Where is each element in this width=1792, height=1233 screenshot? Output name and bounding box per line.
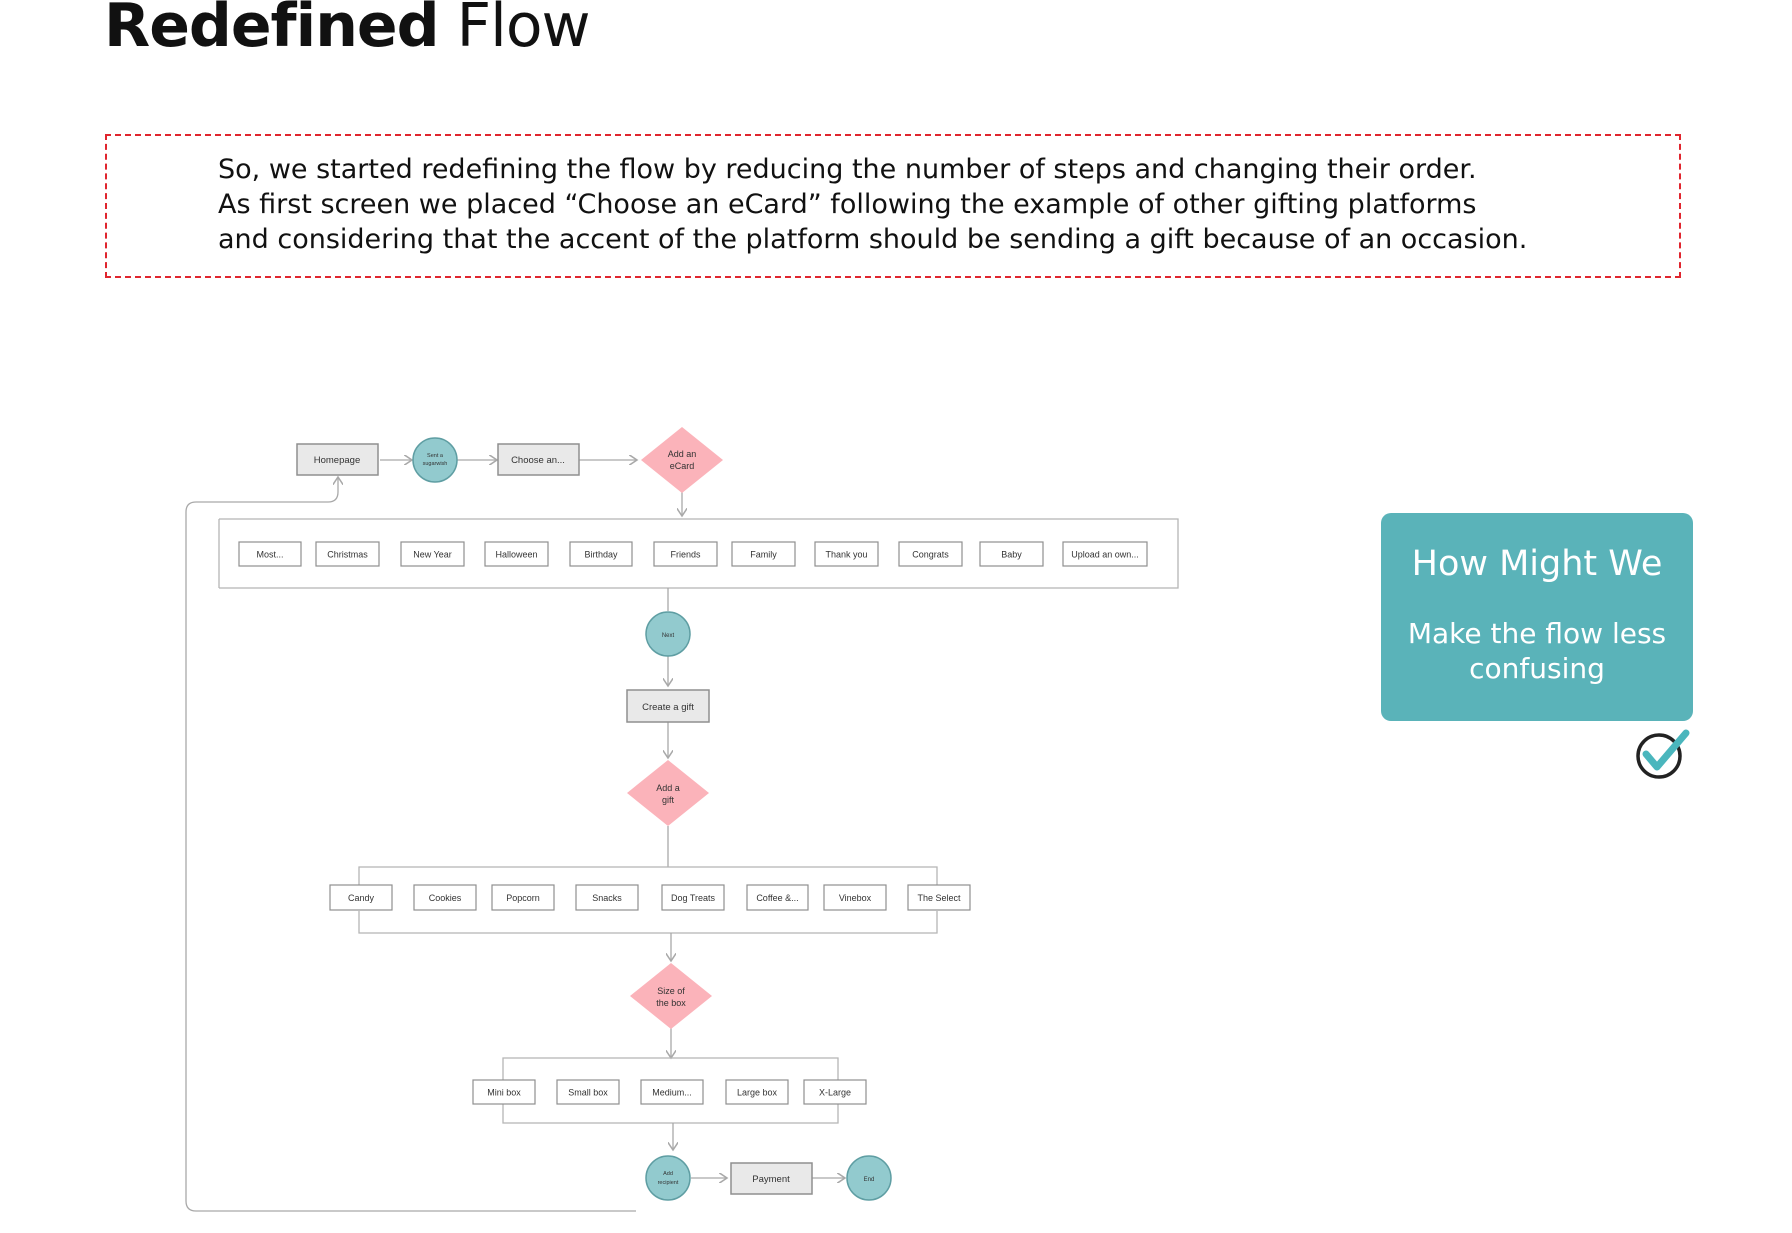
option-label: The Select	[917, 893, 961, 903]
send-sugarwish-node: Sent a sugarwish	[412, 437, 458, 483]
option-label: Thank you	[825, 550, 867, 560]
add-ecard-label: Add an	[668, 449, 697, 459]
option-label: Christmas	[327, 550, 368, 560]
size-group-bracket	[502, 1104, 839, 1124]
end-label: End	[864, 1177, 875, 1183]
size-box-decision: Size of the box	[630, 963, 712, 1029]
size-box-label: Size of	[657, 986, 685, 996]
option-node: The Select	[907, 884, 971, 911]
option-node: Mini box	[472, 1079, 536, 1105]
option-label: Family	[750, 550, 777, 560]
size-box-label: the box	[656, 998, 686, 1008]
option-node: Friends	[653, 541, 718, 567]
option-label: Vinebox	[839, 893, 872, 903]
option-node: Thank you	[814, 541, 879, 567]
create-gift-node: Create a gift	[626, 689, 710, 723]
recipient-label: Add	[663, 1171, 673, 1177]
add-gift-label: Add a	[656, 783, 680, 793]
option-label: Large box	[737, 1088, 778, 1098]
option-label: Upload an own...	[1071, 550, 1139, 560]
send-label: Sent a	[427, 453, 444, 459]
option-node: Baby	[979, 541, 1044, 567]
option-node: Family	[731, 541, 796, 567]
option-label: Popcorn	[506, 893, 540, 903]
option-label: Baby	[1001, 550, 1022, 560]
note-line: and considering that the accent of the p…	[218, 224, 1528, 255]
option-label: Dog Treats	[671, 893, 716, 903]
option-node: Candy	[329, 884, 393, 911]
next-label: Next	[662, 633, 675, 639]
option-label: X-Large	[819, 1088, 851, 1098]
option-node: Coffee &...	[746, 884, 809, 911]
option-node: X-Large	[803, 1079, 867, 1105]
hmw-line: Make the flow less	[1407, 617, 1667, 650]
option-label: Small box	[568, 1088, 608, 1098]
gift-group-bracket	[358, 866, 938, 885]
size-group-bracket	[502, 1057, 839, 1080]
add-ecard-label: eCard	[670, 461, 695, 471]
option-label: Mini box	[487, 1088, 521, 1098]
option-label: Candy	[348, 893, 375, 903]
option-label: Halloween	[495, 550, 537, 560]
hmw-statement: Make the flow less confusing	[1391, 616, 1683, 686]
homepage-node: Homepage	[296, 443, 379, 476]
note-line: So, we started redefining the flow by re…	[218, 154, 1477, 185]
recipient-label: recipient	[658, 1180, 679, 1186]
how-might-we-card: How Might We Make the flow less confusin…	[1381, 513, 1693, 721]
choose-label: Choose an...	[511, 455, 565, 466]
add-recipient-node: Add recipient	[645, 1155, 691, 1201]
option-node: New Year	[400, 541, 465, 567]
note-box	[105, 134, 1681, 278]
title-light: Flow	[456, 0, 591, 61]
option-node: Medium...	[640, 1079, 704, 1105]
choose-an-node: Choose an...	[497, 443, 580, 476]
send-label: sugarwish	[423, 461, 448, 467]
create-gift-label: Create a gift	[642, 702, 694, 713]
add-ecard-decision: Add an eCard	[641, 427, 723, 493]
option-node: Dog Treats	[661, 884, 725, 911]
option-label: Congrats	[912, 550, 949, 560]
option-node: Congrats	[898, 541, 963, 567]
option-node: Cookies	[413, 884, 477, 911]
check-circle-icon	[1636, 729, 1690, 779]
option-node: Halloween	[484, 541, 549, 567]
option-node: Vinebox	[823, 884, 887, 911]
option-label: Birthday	[584, 550, 618, 560]
hmw-line: confusing	[1469, 652, 1605, 685]
hmw-title: How Might We	[1411, 544, 1663, 584]
option-label: Snacks	[592, 893, 622, 903]
page-title: Redefined Flow	[104, 0, 591, 66]
note-text: So, we started redefining the flow by re…	[218, 152, 1658, 257]
option-label: Medium...	[652, 1088, 692, 1098]
end-node: End	[846, 1155, 892, 1201]
option-node: Upload an own...	[1062, 541, 1148, 567]
ecard-group-bracket	[219, 518, 1179, 589]
title-bold: Redefined	[104, 0, 440, 61]
option-label: Cookies	[429, 893, 462, 903]
option-node: Small box	[556, 1079, 620, 1105]
payment-node: Payment	[730, 1162, 813, 1195]
gift-group-bracket	[358, 911, 938, 934]
option-node: Most...	[238, 541, 302, 567]
option-label: Friends	[670, 550, 701, 560]
note-line: As first screen we placed “Choose an eCa…	[218, 189, 1477, 220]
next-node: Next	[645, 611, 691, 657]
ecard-options: Most... Christmas New Year Halloween Birthda…	[238, 541, 1148, 567]
option-label: New Year	[413, 550, 452, 560]
option-node: Popcorn	[491, 884, 555, 911]
option-node: Birthday	[569, 541, 633, 567]
option-node: Christmas	[315, 541, 380, 567]
payment-label: Payment	[752, 1174, 790, 1185]
gift-options: Candy Cookies Popcorn Snacks Dog Treats Coffe…	[329, 884, 971, 911]
homepage-label: Homepage	[314, 455, 360, 466]
option-node: Snacks	[575, 884, 639, 911]
option-label: Most...	[256, 550, 283, 560]
add-gift-label: gift	[662, 795, 675, 805]
option-label: Coffee &...	[756, 893, 798, 903]
add-gift-decision: Add a gift	[627, 760, 709, 826]
loop-back-connector	[185, 477, 636, 1212]
size-options: Mini box Small box Medium... Large box X-Lar…	[472, 1079, 867, 1105]
option-node: Large box	[725, 1079, 789, 1105]
